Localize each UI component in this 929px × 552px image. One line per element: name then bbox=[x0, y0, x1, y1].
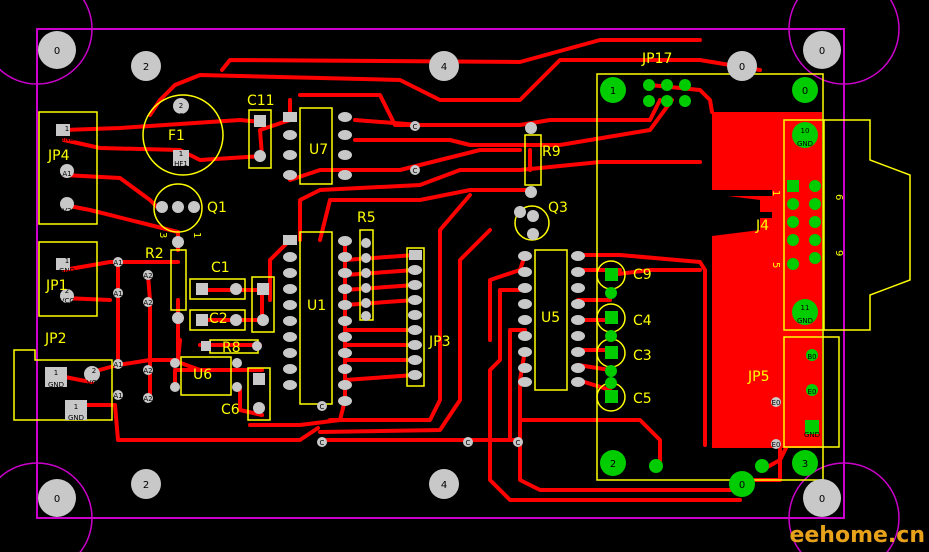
label-r9: R9 bbox=[542, 144, 561, 160]
label-jp1: JP1 bbox=[45, 278, 67, 294]
svg-text:A2: A2 bbox=[143, 395, 152, 403]
svg-text:1: 1 bbox=[54, 369, 58, 377]
svg-text:1: 1 bbox=[65, 257, 69, 265]
hole-label: 2 bbox=[143, 480, 149, 491]
label-c6: C6 bbox=[221, 402, 240, 418]
svg-text:GND: GND bbox=[48, 381, 64, 389]
label-jp3: JP3 bbox=[428, 334, 450, 350]
label-f1: F1 bbox=[168, 128, 185, 144]
mount-hole-labels: 0 0 0 0 2 4 2 4 0 1 0 2 3 0 bbox=[54, 46, 825, 505]
label-c4: C4 bbox=[633, 313, 652, 329]
svg-text:1: 1 bbox=[65, 125, 69, 133]
svg-text:C: C bbox=[320, 439, 325, 447]
svg-text:1: 1 bbox=[179, 150, 183, 158]
svg-text:A1: A1 bbox=[62, 170, 71, 178]
hole-label: 2 bbox=[610, 459, 616, 470]
svg-text:E0: E0 bbox=[808, 388, 817, 396]
label-u7: U7 bbox=[309, 142, 328, 158]
label-jp2: JP2 bbox=[44, 331, 66, 347]
svg-text:6: 6 bbox=[833, 194, 844, 200]
label-c1: C1 bbox=[211, 260, 230, 276]
label-c3: C3 bbox=[633, 348, 652, 364]
svg-text:HF1: HF1 bbox=[174, 160, 188, 168]
hole-label: 0 bbox=[54, 494, 60, 505]
hole-label: 2 bbox=[143, 62, 149, 73]
pin-numbers: 1 5 6 9 3 1 bbox=[157, 190, 844, 268]
component-pads bbox=[45, 98, 781, 449]
svg-text:VCC: VCC bbox=[174, 112, 189, 120]
svg-text:1: 1 bbox=[191, 232, 202, 238]
svg-text:1: 1 bbox=[770, 190, 781, 196]
svg-text:GND: GND bbox=[804, 431, 820, 439]
svg-text:B0: B0 bbox=[807, 353, 816, 361]
label-jp5: JP5 bbox=[747, 369, 769, 385]
mount-holes bbox=[38, 31, 841, 517]
svg-text:9: 9 bbox=[833, 250, 844, 256]
svg-text:A1: A1 bbox=[113, 259, 122, 267]
hole-label: 0 bbox=[802, 86, 808, 97]
svg-text:V2: V2 bbox=[62, 207, 71, 215]
label-r5: R5 bbox=[357, 210, 376, 226]
svg-text:E0: E0 bbox=[772, 441, 781, 449]
svg-text:C: C bbox=[413, 167, 418, 175]
svg-text:GND: GND bbox=[59, 135, 75, 143]
label-c2: C2 bbox=[209, 311, 228, 327]
hole-label: 0 bbox=[819, 494, 825, 505]
label-j4: J4 bbox=[755, 218, 769, 234]
hole-label: 4 bbox=[441, 480, 447, 491]
svg-text:2: 2 bbox=[92, 367, 96, 375]
svg-text:C: C bbox=[466, 439, 471, 447]
label-c9: C9 bbox=[633, 267, 652, 283]
traces bbox=[53, 38, 812, 502]
svg-text:GND: GND bbox=[59, 267, 75, 275]
svg-text:A2: A2 bbox=[143, 299, 152, 307]
svg-text:10: 10 bbox=[801, 127, 810, 135]
svg-text:2: 2 bbox=[179, 102, 183, 110]
label-u5: U5 bbox=[541, 310, 560, 326]
svg-text:3: 3 bbox=[157, 232, 168, 238]
svg-text:GND: GND bbox=[68, 414, 84, 422]
svg-text:5: 5 bbox=[770, 262, 781, 268]
label-c11: C11 bbox=[247, 93, 275, 109]
label-c5: C5 bbox=[633, 391, 652, 407]
hole-label: 0 bbox=[54, 46, 60, 57]
svg-text:A2: A2 bbox=[143, 367, 152, 375]
svg-text:1: 1 bbox=[74, 403, 78, 411]
svg-text:2: 2 bbox=[65, 287, 69, 295]
svg-text:GND: GND bbox=[797, 317, 813, 325]
label-jp4: JP4 bbox=[47, 148, 70, 164]
designators: C11 F1 Q1 JP4 R2 JP1 JP2 C1 C2 R8 U6 C6 … bbox=[44, 51, 769, 418]
hole-label: 0 bbox=[819, 46, 825, 57]
hole-label: 1 bbox=[610, 86, 616, 97]
svg-text:VCC: VCC bbox=[60, 297, 75, 305]
label-q3: Q3 bbox=[548, 200, 568, 216]
svg-text:VCC: VCC bbox=[87, 379, 102, 387]
hole-label: 3 bbox=[802, 459, 808, 470]
svg-text:A1: A1 bbox=[113, 361, 122, 369]
label-q1: Q1 bbox=[207, 200, 227, 216]
svg-text:A2: A2 bbox=[143, 272, 152, 280]
svg-text:GND: GND bbox=[797, 140, 813, 148]
hole-label: 0 bbox=[739, 480, 745, 491]
svg-text:C: C bbox=[320, 403, 325, 411]
svg-text:11: 11 bbox=[801, 304, 810, 312]
label-u6: U6 bbox=[193, 367, 212, 383]
label-r2: R2 bbox=[145, 246, 164, 262]
pad-text: GND GND VCC GND VCC GND VCC HF1 V2 GND G… bbox=[48, 102, 820, 449]
label-r8: R8 bbox=[222, 340, 241, 356]
svg-text:C: C bbox=[413, 123, 418, 131]
watermark: eehome.cn bbox=[789, 523, 925, 548]
hole-label: 0 bbox=[739, 62, 745, 73]
svg-text:E0: E0 bbox=[772, 399, 781, 407]
label-jp17: JP17 bbox=[641, 51, 672, 67]
svg-text:C: C bbox=[516, 439, 521, 447]
svg-text:A1: A1 bbox=[113, 392, 122, 400]
hole-label: 4 bbox=[441, 62, 447, 73]
svg-text:A1: A1 bbox=[113, 290, 122, 298]
label-u1: U1 bbox=[307, 298, 326, 314]
green-pads bbox=[600, 77, 821, 497]
